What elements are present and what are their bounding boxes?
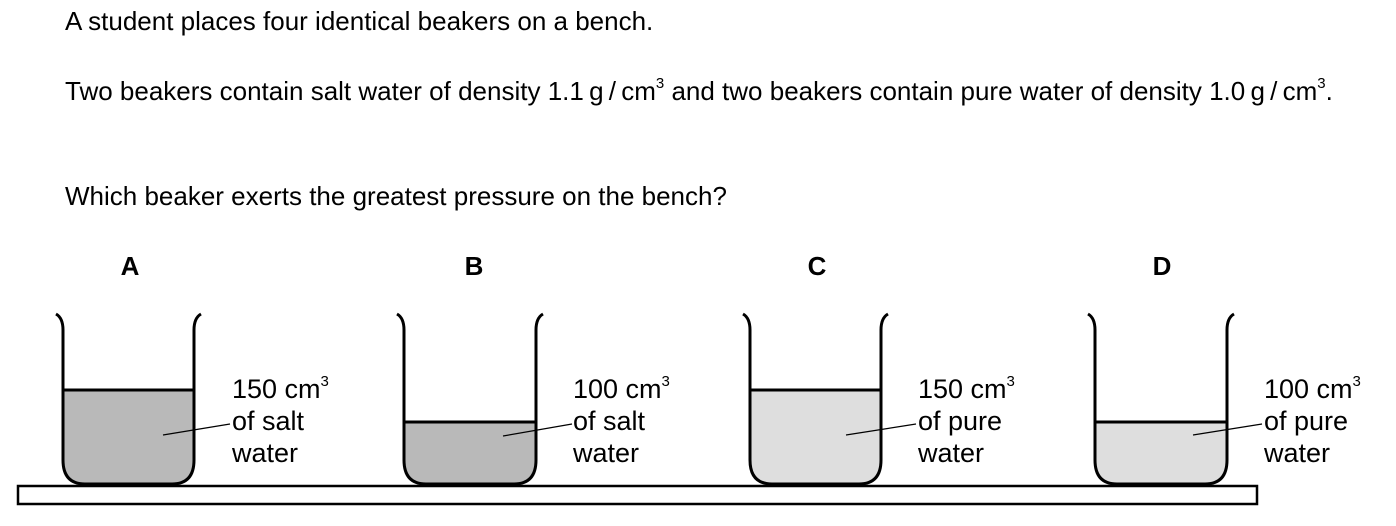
unit-cubed-1: 3: [655, 75, 665, 92]
question-densities: Two beakers contain salt water of densit…: [65, 74, 1385, 109]
unit-g-1: g: [589, 76, 604, 106]
volume-line2-d: of pure: [1264, 406, 1349, 436]
option-letter-d: D: [1152, 251, 1172, 281]
unit-slash-2: /: [1270, 76, 1278, 106]
beaker-b: [396, 312, 573, 486]
volume-cubed-c: 3: [1006, 373, 1015, 390]
unit-cm-1: cm: [621, 76, 656, 106]
option-letter-a: A: [120, 251, 140, 281]
volume-label-c: 150 cm3 of pure water: [918, 373, 1015, 469]
beaker-outline-d: [1087, 312, 1235, 486]
volume-cubed-d: 3: [1352, 373, 1361, 390]
option-letter-b: B: [464, 251, 484, 281]
volume-d: 100 cm: [1264, 374, 1353, 404]
beaker-outline-c: [742, 312, 889, 486]
densities-text-1: Two beakers contain salt water of densit…: [65, 76, 584, 106]
leader-line-d: [1192, 423, 1263, 436]
volume-line2-c: of pure: [918, 406, 1003, 436]
volume-line3-b: water: [573, 438, 640, 468]
volume-line2-b: of salt: [573, 406, 646, 436]
unit-g-2: g: [1250, 76, 1265, 106]
bench: [16, 484, 1259, 506]
beaker-d: [1087, 312, 1263, 486]
volume-a: 150 cm: [232, 374, 321, 404]
leader-line-a: [162, 423, 231, 436]
unit-cm-2: cm: [1282, 76, 1318, 106]
densities-text-2: and two beakers contain pure water of de…: [664, 76, 1246, 106]
beaker-outline-a: [55, 312, 202, 486]
liquid-d: [1095, 422, 1227, 484]
volume-label-d: 100 cm3 of pure water: [1264, 373, 1361, 469]
question-intro: A student places four identical beakers …: [65, 6, 654, 36]
liquid-a: [63, 390, 194, 484]
beaker-outline-b: [396, 312, 544, 486]
volume-b: 100 cm: [573, 374, 662, 404]
unit-cubed-2: 3: [1317, 75, 1326, 92]
volume-line3-c: water: [918, 438, 985, 468]
volume-line3-d: water: [1264, 438, 1331, 468]
option-letter-c: C: [807, 251, 827, 281]
volume-cubed-a: 3: [320, 373, 329, 390]
leader-line-b: [502, 423, 573, 437]
unit-slash-1: /: [608, 76, 616, 106]
liquid-b: [404, 422, 536, 484]
volume-label-a: 150 cm3 of salt water: [232, 373, 329, 469]
volume-line2-a: of salt: [232, 406, 305, 436]
volume-label-b: 100 cm3 of salt water: [573, 373, 670, 469]
question-prompt: Which beaker exerts the greatest pressur…: [65, 181, 727, 211]
volume-line3-a: water: [232, 438, 299, 468]
liquid-c: [750, 390, 881, 484]
densities-period: .: [1325, 76, 1333, 106]
volume-c: 150 cm: [918, 374, 1007, 404]
beaker-a: [55, 312, 231, 486]
volume-cubed-b: 3: [661, 373, 670, 390]
leader-line-c: [845, 423, 917, 436]
beaker-c: [742, 312, 917, 486]
